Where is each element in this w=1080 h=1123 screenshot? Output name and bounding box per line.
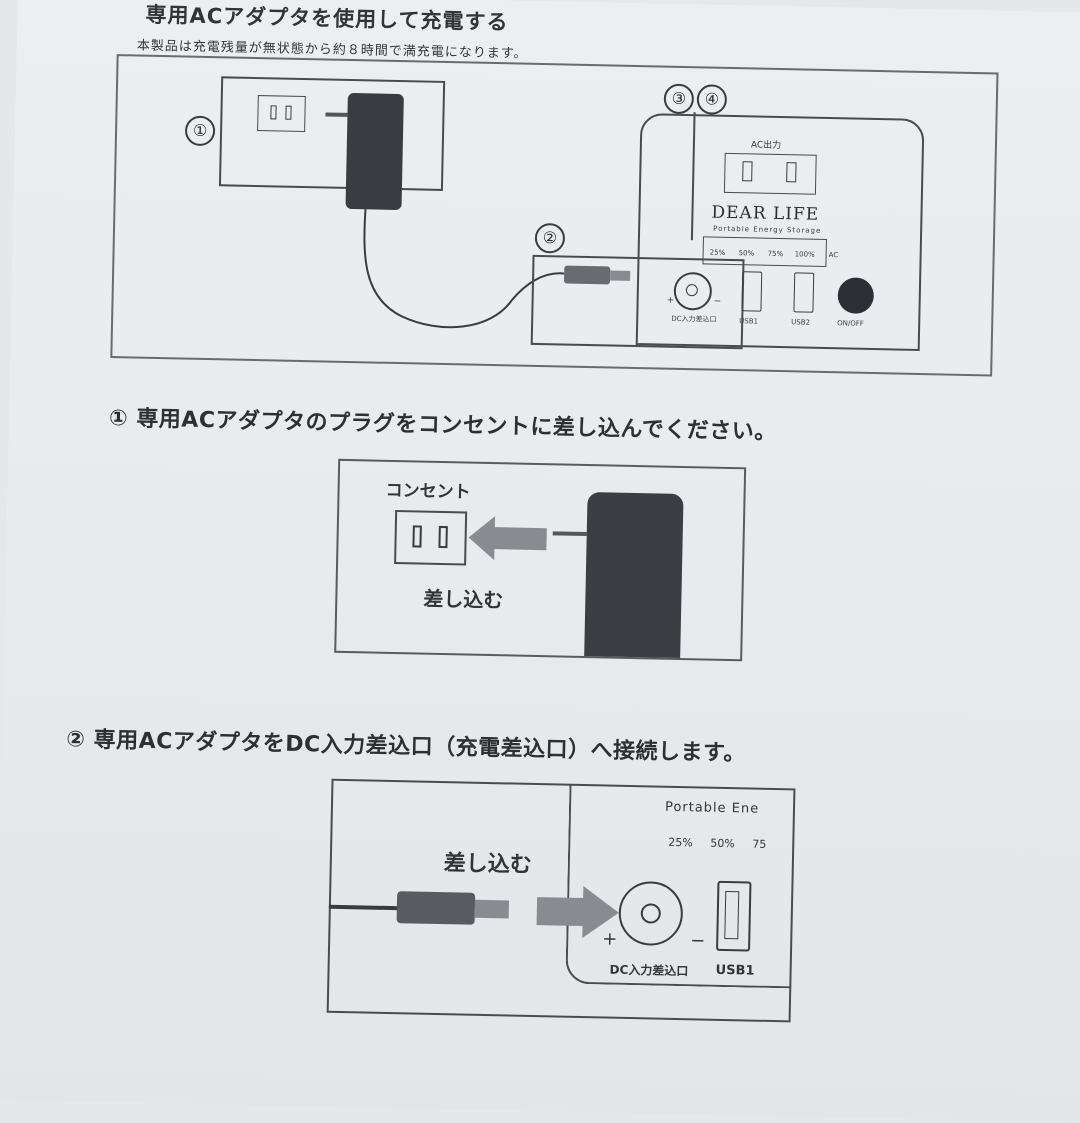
usb2-port <box>793 272 815 313</box>
ac-socket-slot <box>742 161 753 182</box>
ac-socket-slot <box>786 162 797 183</box>
step2-heading: ② 専用ACアダプタをDC入力差込口（充電差込口）へ接続します。 <box>66 727 747 767</box>
onoff-label: ON/OFF <box>837 319 864 328</box>
level-25: 25% <box>709 248 726 257</box>
usb1-label: USB1 <box>739 317 759 326</box>
step2-usb1-label: USB1 <box>715 962 755 979</box>
level-50: 50% <box>738 249 755 258</box>
level-ac: AC <box>828 251 839 260</box>
step2-plus: + <box>602 928 618 950</box>
ac-output-socket <box>723 152 817 195</box>
dc-minus: − <box>713 296 722 307</box>
dc-plug-icon <box>563 265 611 285</box>
level-100: 100% <box>794 250 815 259</box>
outlet-label: コンセント <box>385 480 471 503</box>
step1-adapter-icon <box>584 492 684 659</box>
step2-action-label: 差し込む <box>443 851 533 878</box>
step2-dc-plug-tip <box>474 899 510 919</box>
plug-prong <box>552 531 587 537</box>
dc-plug-tip <box>610 270 631 281</box>
step1-action-label: 差し込む <box>423 586 504 613</box>
step2-dc-label: DC入力差込口 <box>609 962 689 979</box>
step1-outlet <box>394 510 468 566</box>
outlet-slot <box>438 525 448 549</box>
cable-line <box>363 209 565 329</box>
step2-tagline-partial: Portable Ene <box>664 799 760 817</box>
brand-logo-text: DEAR LIFE <box>711 202 820 225</box>
level-75: 75% <box>767 249 784 259</box>
step2-insert-arrow-icon <box>536 886 619 939</box>
step2-level-25: 25% <box>668 835 693 850</box>
dc-plus: + <box>666 295 675 306</box>
step2-level-75: 75 <box>752 837 767 851</box>
step2-dc-plug-icon <box>396 891 476 925</box>
dc-input-label: DC入力差込口 <box>671 314 717 324</box>
usb2-label: USB2 <box>791 318 811 327</box>
step2-usb1-inner <box>724 891 740 940</box>
insert-arrow-icon <box>468 516 547 561</box>
ac-output-label: AC出力 <box>750 140 782 152</box>
outlet-slot <box>412 525 422 548</box>
usb1-port <box>741 271 763 312</box>
step2-minus: − <box>690 930 706 952</box>
step1-heading: ① 専用ACアダプタのプラグをコンセントに差し込んでください。 <box>108 406 778 445</box>
step2-level-50: 50% <box>710 836 735 851</box>
